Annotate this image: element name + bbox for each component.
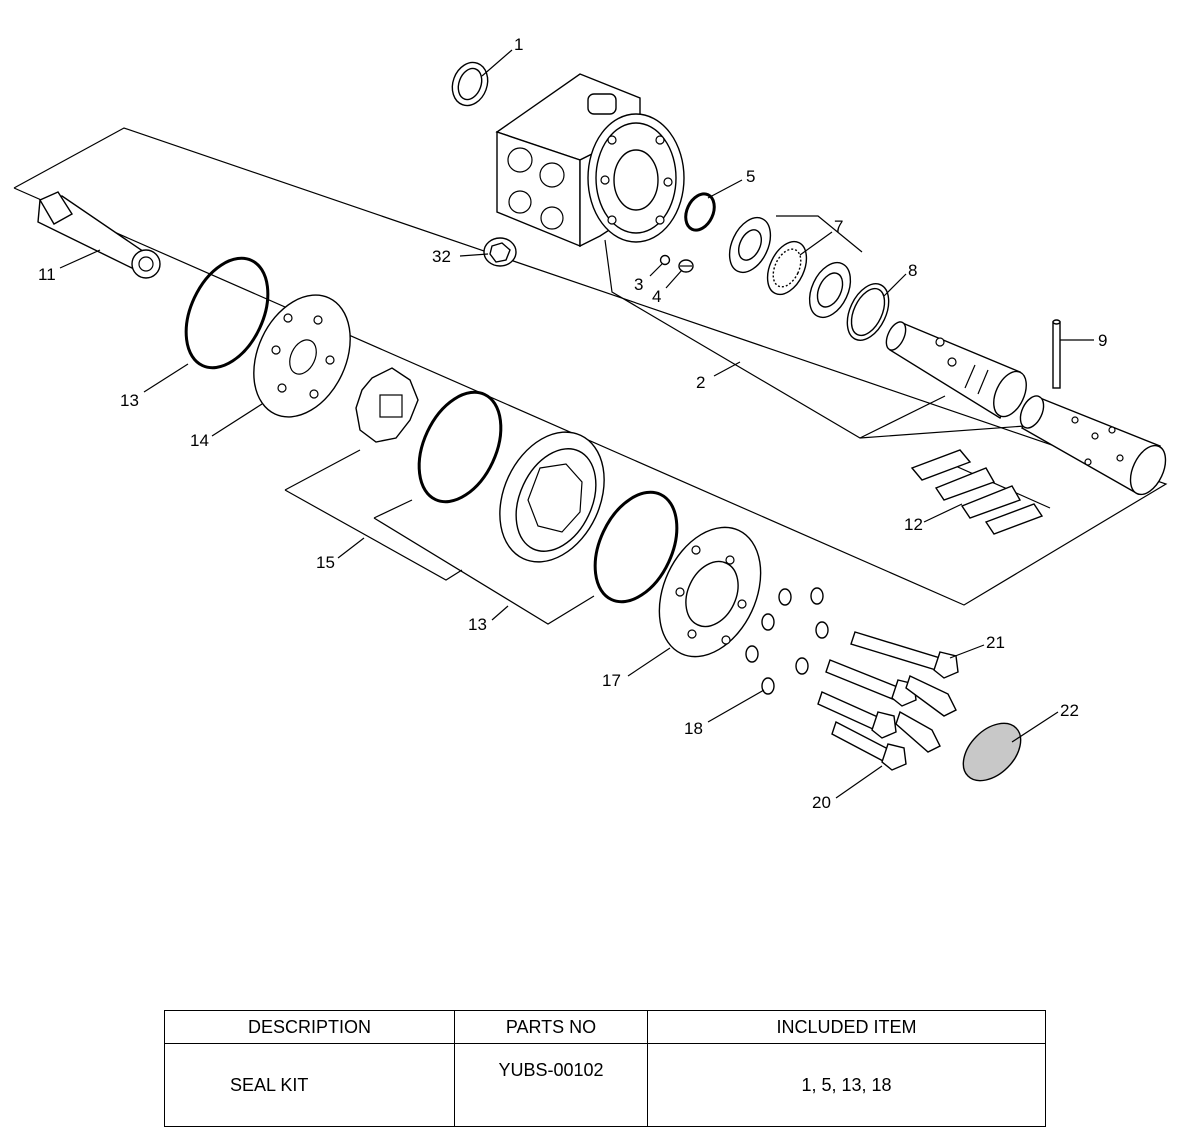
- callout-18: 18: [684, 719, 703, 738]
- callout-7: 7: [834, 217, 843, 236]
- springs-12: [910, 449, 1044, 535]
- check-ball-3: [659, 254, 671, 266]
- plug-32: [483, 237, 517, 267]
- end-cover-17: [658, 526, 762, 658]
- callout-11: 11: [38, 265, 56, 284]
- header-description: DESCRIPTION: [164, 1010, 455, 1044]
- exploded-parts-diagram: 1 2 3 4 5 7 8 9 11 12 13 13 14 15 17 18 …: [13, 35, 1168, 812]
- valve-housing: [495, 73, 685, 248]
- o-ring-13a: [184, 256, 270, 370]
- pin-9: [1052, 319, 1061, 389]
- set-screw-4: [678, 259, 694, 273]
- callouts: 1 2 3 4 5 7 8 9 11 12 13 13 14 15 17 18 …: [38, 35, 1107, 812]
- callout-32: 32: [432, 247, 451, 266]
- table-row: SEAL KIT YUBS-00102 1, 5, 13, 18: [164, 1043, 1046, 1127]
- cell-parts-no: YUBS-00102: [454, 1043, 648, 1127]
- seal-ring-1: [451, 61, 489, 107]
- cell-description: SEAL KIT: [164, 1043, 455, 1127]
- header-parts-no: PARTS NO: [454, 1010, 648, 1044]
- cell-included-item: 1, 5, 13, 18: [647, 1043, 1046, 1127]
- bearing-7: [728, 216, 852, 319]
- callout-5: 5: [746, 167, 755, 186]
- seal-kit-table: DESCRIPTION PARTS NO INCLUDED ITEM SEAL …: [164, 1010, 1046, 1127]
- callout-13b: 13: [468, 615, 487, 634]
- header-included-item: INCLUDED ITEM: [647, 1010, 1046, 1044]
- o-ring-13b: [417, 390, 503, 504]
- filter-screen-22: [962, 722, 1022, 782]
- washers-18: [745, 587, 829, 695]
- drive-shaft-11: [37, 191, 161, 279]
- sleeve: [1019, 395, 1167, 496]
- callout-9: 9: [1098, 331, 1107, 350]
- callout-15: 15: [316, 553, 335, 572]
- callout-2: 2: [696, 373, 705, 392]
- callout-17: 17: [602, 671, 621, 690]
- callout-8: 8: [908, 261, 917, 280]
- callout-20: 20: [812, 793, 831, 812]
- o-ring-13c: [593, 490, 679, 604]
- leader-lines: [59, 49, 1094, 799]
- star-rotor-15: [355, 367, 419, 443]
- gerotor-ring: [499, 431, 605, 563]
- callout-1: 1: [514, 35, 523, 54]
- callout-22: 22: [1060, 701, 1079, 720]
- callout-21: 21: [986, 633, 1005, 652]
- table-header-row: DESCRIPTION PARTS NO INCLUDED ITEM: [164, 1010, 1046, 1044]
- retaining-ring-8: [846, 283, 890, 341]
- spool: [885, 321, 1027, 420]
- callout-12: 12: [904, 515, 923, 534]
- assembly-outline: [13, 127, 1168, 625]
- o-ring-5: [684, 192, 716, 232]
- spacer-plate-14: [253, 294, 351, 418]
- callout-13a: 13: [120, 391, 139, 410]
- bolts-20-21: [817, 631, 959, 771]
- callout-4: 4: [652, 287, 661, 306]
- callout-14: 14: [190, 431, 209, 450]
- callout-3: 3: [634, 275, 643, 294]
